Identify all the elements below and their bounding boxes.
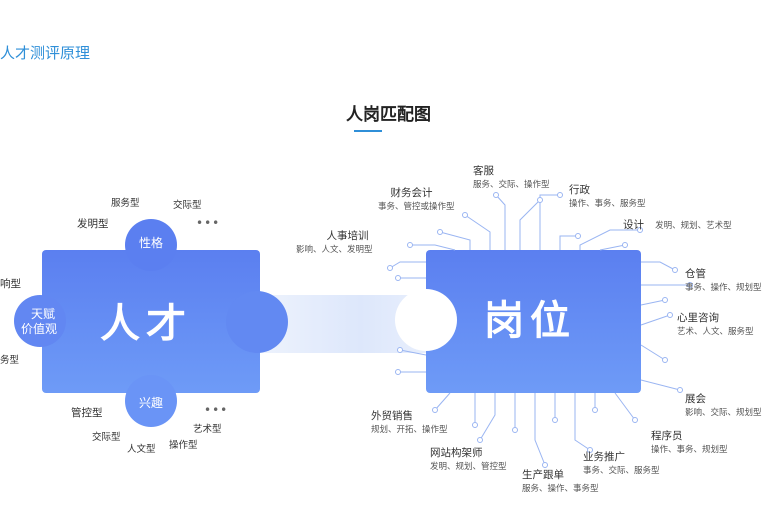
position-label: 岗位 [484, 298, 576, 344]
connector-nodes [387, 192, 693, 468]
job-business-promotion: 业务推广 事务、交际、服务型 [583, 451, 660, 476]
job-production-order: 生产跟单 服务、操作、事务型 [522, 469, 599, 494]
type-affairs-partial: 务型 [0, 355, 20, 366]
job-finance: 财务会计 事务、管控或操作型 [378, 187, 455, 212]
type-humanities: 人文型 [127, 444, 156, 455]
job-connectors [389, 194, 690, 466]
diagram-title: 人岗匹配图 [346, 105, 431, 125]
type-invention: 发明型 [77, 218, 109, 230]
bubble-character-label: 性格 [139, 236, 164, 250]
bubble-values-label: 价值观 [21, 322, 58, 336]
talent-label: 人才 [100, 301, 192, 347]
job-programmer: 程序员 操作、事务、规划型 [651, 430, 728, 455]
section-title: 人才测评原理 [0, 44, 91, 62]
type-operation: 操作型 [169, 440, 198, 451]
type-control: 管控型 [71, 407, 103, 419]
job-customer-service: 客服 服务、交际、操作型 [473, 165, 550, 190]
job-design: 设计 发明、规划、艺术型 [623, 219, 732, 231]
type-influence-partial: 响型 [0, 278, 21, 290]
job-hr-training: 人事培训 影响、人文、发明型 [296, 230, 373, 255]
job-administration: 行政 操作、事务、服务型 [569, 184, 646, 209]
type-service: 服务型 [111, 198, 140, 209]
job-foreign-trade: 外贸销售 规划、开拓、操作型 [371, 410, 448, 435]
job-counseling: 心里咨询 艺术、人文、服务型 [677, 312, 754, 337]
bubble-interest [125, 375, 177, 427]
job-web-architect: 网站构架师 发明、规划、管控型 [430, 447, 507, 472]
title-underline [354, 130, 382, 132]
job-exhibition: 展会 影响、交际、规划型 [685, 393, 762, 418]
bubble-interest-label: 兴趣 [139, 396, 164, 410]
talent-puzzle-piece [14, 219, 288, 427]
bubble-talent-label: 天赋 [31, 307, 56, 321]
bubble-character [125, 219, 177, 271]
position-puzzle-piece [395, 250, 641, 393]
type-social: 交际型 [173, 200, 202, 211]
type-social-2: 交际型 [92, 432, 121, 443]
job-warehouse: 仓管 事务、操作、规划型 [685, 268, 762, 293]
more-types-top: ••• [196, 216, 221, 230]
more-types-bottom: ••• [204, 403, 229, 417]
type-art: 艺术型 [193, 424, 222, 435]
bubble-talent-values [14, 295, 66, 347]
